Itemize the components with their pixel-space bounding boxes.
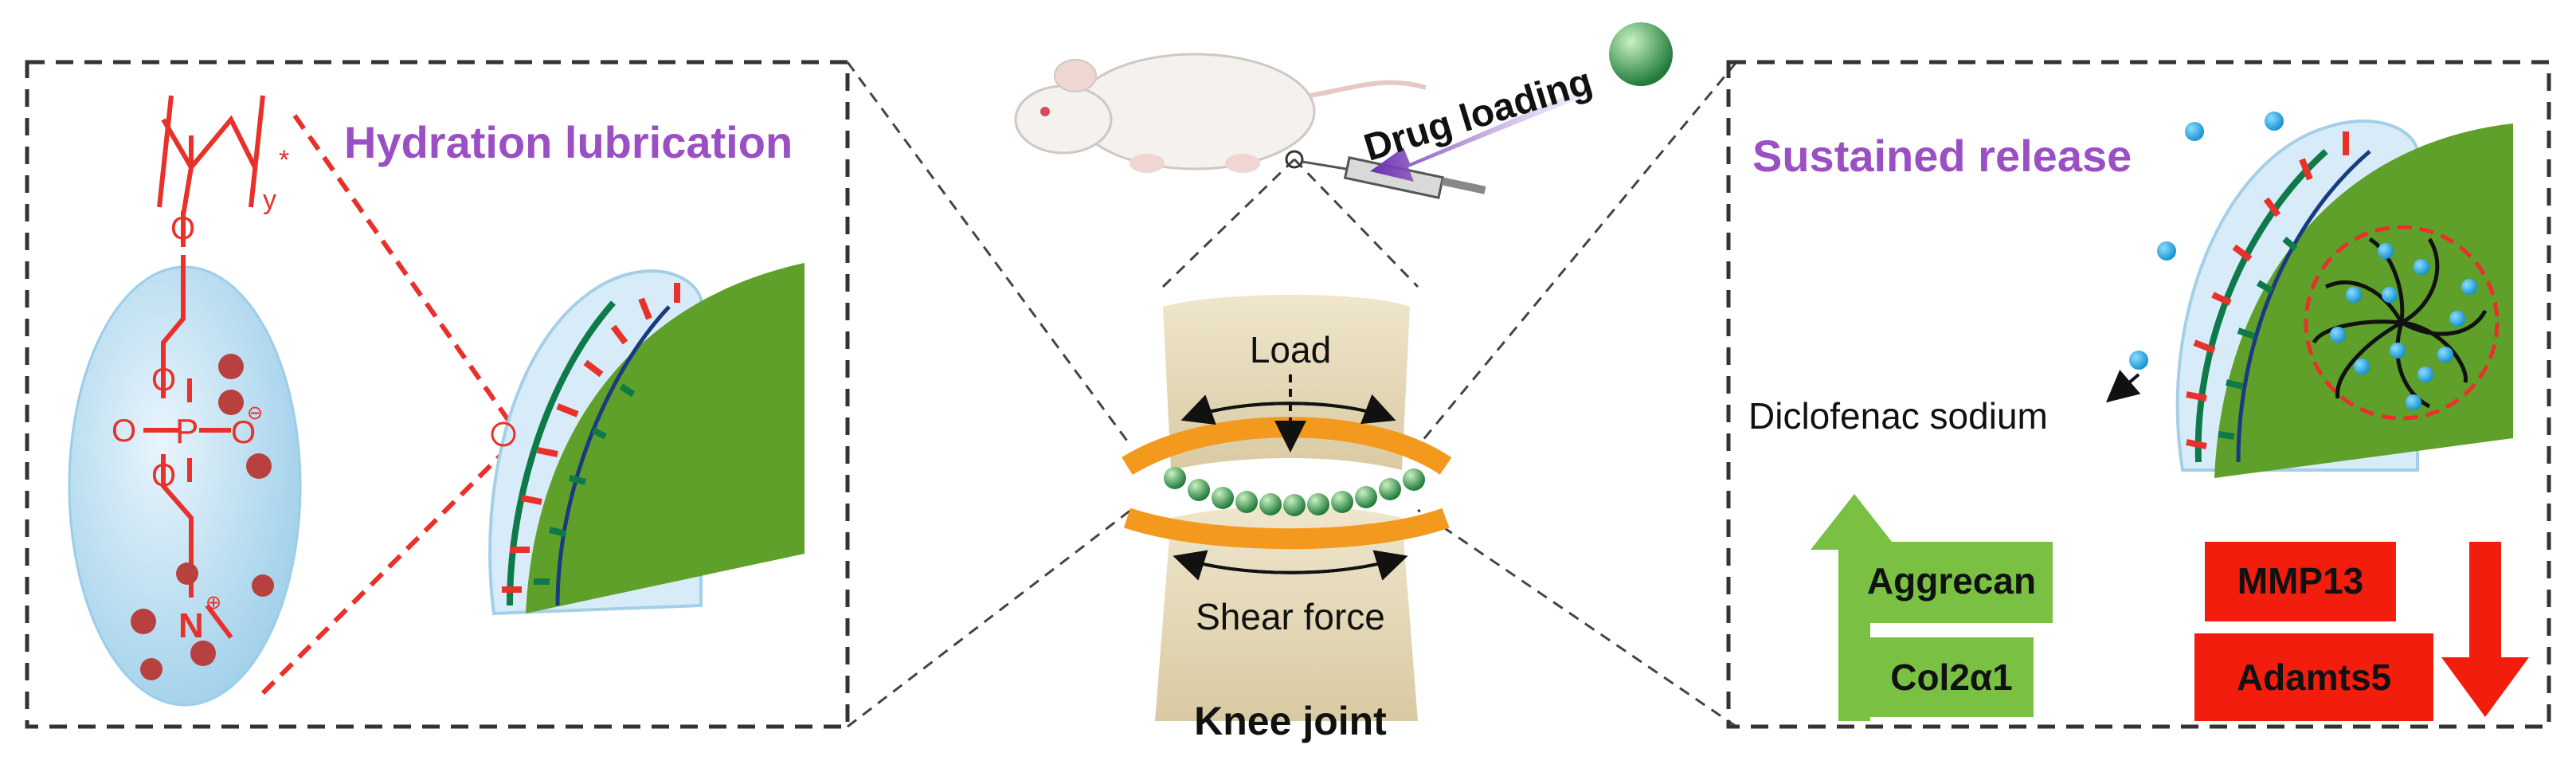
aggrecan-label: Aggrecan	[1867, 560, 2036, 602]
injection-site	[1285, 150, 1304, 169]
encapsulated-drug-dots	[2330, 243, 2477, 410]
atom-o-upper: O	[151, 363, 176, 398]
atom-o-left: O	[112, 413, 136, 449]
micelle-chains	[2312, 237, 2488, 409]
atom-p: P	[175, 412, 198, 451]
mmp13-label: MMP13	[2237, 560, 2363, 602]
atom-o-top: O	[170, 211, 195, 246]
col2a1-label: Col2α1	[1890, 656, 2013, 698]
sustained-release-title: Sustained release	[1752, 131, 2132, 181]
repeat-unit-subscript: y	[263, 185, 276, 215]
drug-particle-icon	[1609, 22, 1673, 86]
load-label: Load	[1250, 329, 1331, 370]
right-panel-border	[1726, 60, 2551, 729]
ammonium-charge-plus: ⊕	[206, 592, 221, 613]
diclofenac-sodium-label: Diclofenac sodium	[1748, 395, 2048, 437]
center-panel: Drug loading	[846, 22, 1738, 743]
mmp13-box	[2205, 542, 2396, 621]
shear-force-label: Shear force	[1196, 596, 1385, 637]
lubricant-microspheres	[1164, 467, 1425, 516]
aggrecan-box-fill	[1850, 542, 2053, 623]
atom-o-right: O	[231, 415, 256, 450]
coated-cartilage-right	[2175, 120, 2513, 478]
knee-joint-illustration	[1122, 295, 1452, 721]
water-molecules	[131, 354, 274, 680]
adamts5-label: Adamts5	[2237, 656, 2391, 698]
hydration-lubrication-title: Hydration lubrication	[344, 117, 793, 167]
atom-n: N	[178, 606, 204, 645]
coated-cartilage-left	[488, 263, 805, 616]
right-panel: Sustained release	[1726, 60, 2551, 729]
mouse-illustration	[1014, 53, 1427, 173]
zoom-line-upper	[292, 114, 512, 424]
left-panel: Hydration lubrication y * O O O P	[25, 60, 850, 729]
drug-loading-arrow	[1370, 88, 1587, 182]
adamts5-box	[2194, 633, 2433, 721]
drug-loading-label: Drug loading	[1360, 61, 1598, 170]
down-arrow-icon	[2441, 542, 2529, 717]
zoom-line-lower	[260, 444, 512, 696]
left-panel-border	[25, 60, 850, 729]
syringe-icon	[1302, 156, 1486, 199]
knee-joint-label: Knee joint	[1194, 699, 1387, 743]
released-drug-dots	[2129, 112, 2284, 370]
col2a1-box	[1870, 637, 2034, 717]
repeat-unit-asterisk: *	[279, 145, 289, 175]
drug-pointer-arrow	[2105, 369, 2141, 403]
phosphate-charge-minus: ⊖	[247, 402, 263, 424]
atom-o-lower: O	[151, 458, 176, 493]
projection-lines	[846, 61, 1738, 728]
